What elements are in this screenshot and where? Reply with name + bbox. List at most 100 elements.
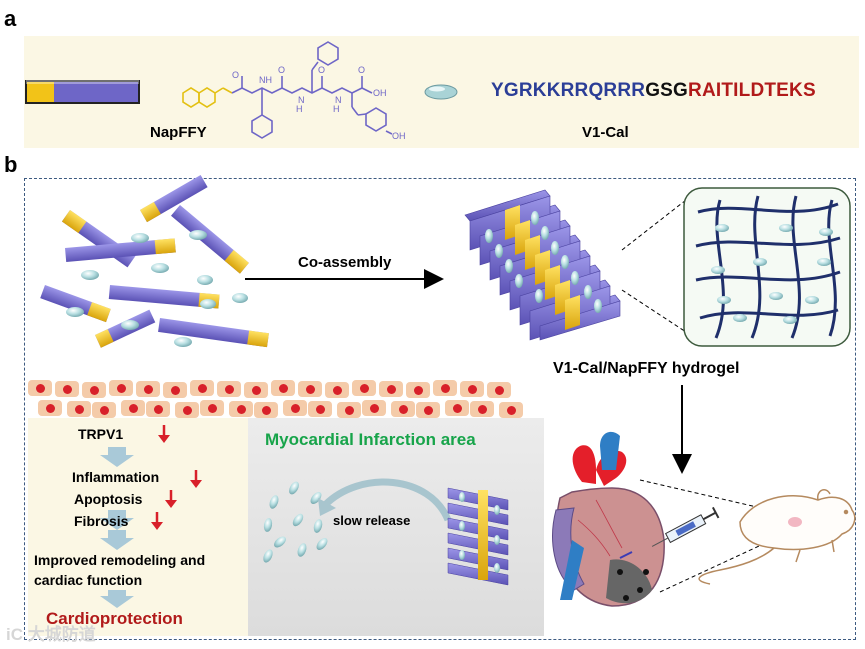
napffy-label: NapFFY [150,124,207,141]
mouse-heart-spot [788,517,802,527]
cell-nucleus [344,405,354,415]
cardiomyocyte-cell [109,380,133,396]
watermark: iC 大城防道 [6,625,96,644]
cell-nucleus [477,404,487,414]
pathway-item-fibrosis: Fibrosis [74,513,129,529]
structure-nh1: NH [259,75,272,85]
cardiomyocyte-cell [271,380,295,396]
hydrogel-label: V1-Cal/NapFFY hydrogel [553,360,740,377]
structure-h2: H [333,104,340,114]
slow-release-arrow [322,478,452,522]
cardiomyocyte-cell [379,381,403,397]
slow-release-label: slow release [333,513,411,528]
cell-nucleus [182,405,192,415]
panel-a-letter: a [4,6,17,31]
cell-nucleus [99,405,109,415]
structure-oh1: OH [373,88,387,98]
cardiomyocyte-cell [244,382,268,398]
cardiomyocyte-cell [460,381,484,397]
cardiomyocyte-cell [55,381,79,397]
cell-nucleus [236,404,246,414]
cardiomyocyte-cell [92,402,116,418]
cell-nucleus [315,404,325,414]
cell-nucleus [153,404,163,414]
sequence-part-2: GSG [645,80,689,101]
cell-nucleus [197,383,207,393]
cardiomyocyte-cell [200,400,224,416]
structure-o1: O [232,70,239,80]
pathway-background [28,418,248,636]
structure-o2: O [278,65,285,75]
cardiomyocyte-cell [283,400,307,416]
cardiomyocyte-cell [163,382,187,398]
cardiomyocyte-cell [445,400,469,416]
cardiomyocyte-cell [433,380,457,396]
cardiomyocyte-cell [229,401,253,417]
cell-nucleus [440,383,450,393]
cardiomyocyte-cell [406,382,430,398]
cardiomyocyte-cell [38,400,62,416]
peptide-sequence: YGRKKRRQRRRGSGRAITILDTEKS [491,80,816,102]
cell-nucleus [290,403,300,413]
structure-h1: H [296,104,303,114]
cardiomyocyte-cell [28,380,52,396]
cardiomyocyte-cell [298,381,322,397]
zoom-line-top [621,199,687,251]
coassembly-label: Co-assembly [298,254,392,271]
cell-nucleus [467,384,477,394]
cardiomyocyte-cell [352,380,376,396]
mi-area-background [248,418,544,636]
cardiomyocyte-cell [136,381,160,397]
structure-n2: N [335,95,342,105]
cell-nucleus [278,383,288,393]
cardiomyocyte-cell [391,401,415,417]
v1cal-label: V1-Cal [582,124,629,141]
small-fiber-stack [447,487,509,586]
assembled-fiber-stack [464,189,621,341]
cell-nucleus [423,405,433,415]
cell-nucleus [261,405,271,415]
napffy-block-icon [25,80,140,104]
cardiomyocyte-cell [362,400,386,416]
cardiomyocyte-cell [325,382,349,398]
cell-nucleus [413,385,423,395]
cardiomyocyte-cell [499,402,523,418]
cell-nucleus [170,385,180,395]
panel-a-graphics: O NH O N H O N H O OH OH [25,41,458,141]
cardiomyocyte-cell [416,402,440,418]
cell-nucleus [45,403,55,413]
pathway-item-inflammation: Inflammation [72,469,160,485]
panel-b-border [24,178,856,640]
cell-nucleus [332,385,342,395]
cell-nucleus [89,385,99,395]
cardiomyocyte-cell [190,380,214,396]
cell-nucleus [224,384,234,394]
cell-nucleus [305,384,315,394]
cardiomyocyte-cell [254,402,278,418]
pathway-item-trpv1: TRPV1 [78,426,124,442]
cardiomyocyte-cell [337,402,361,418]
cell-nucleus [143,384,153,394]
cardioprotection-label: Cardioprotection [46,609,183,628]
cardiomyocyte-cell [470,401,494,417]
panel-b-letter: b [4,152,18,177]
sequence-part-1: YGRKKRRQRRR [491,80,646,101]
cell-nucleus [386,384,396,394]
structure-o3: O [318,65,325,75]
pathway-item-remodeling: Improved remodeling and [34,552,206,568]
cardiomyocyte-cell [175,402,199,418]
structure-oh2: OH [392,131,406,141]
cardiomyocyte-cell [308,401,332,417]
cell-nucleus [74,404,84,414]
cardiomyocyte-cell [487,382,511,398]
cell-nucleus [207,403,217,413]
syringe-icon [651,506,720,547]
cell-nucleus [35,383,45,393]
scattered-fibers [40,175,269,348]
cardiomyocyte-cell [121,400,145,416]
decrease-arrows [151,425,202,530]
structure-n1: N [298,95,305,105]
zoom-line-bottom [621,289,687,333]
pathway-arrows [100,447,134,608]
